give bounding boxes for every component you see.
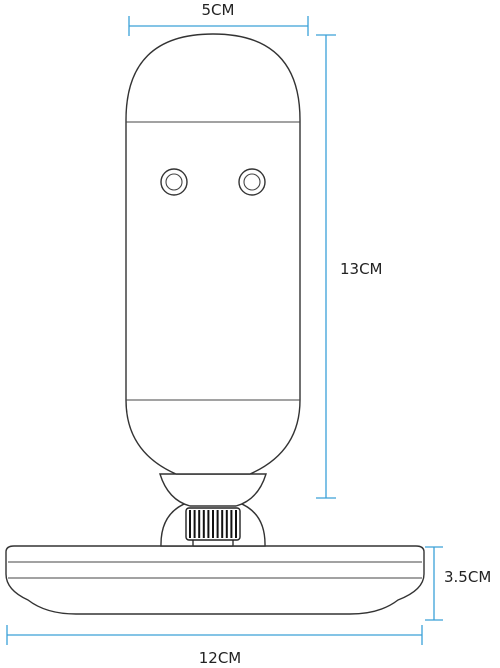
camera-neck — [159, 473, 267, 507]
threaded-knob — [185, 507, 241, 547]
knob-ridge-lines — [189, 510, 237, 538]
base-width-label: 12CM — [199, 649, 242, 667]
base-dish-body — [5, 545, 425, 615]
dimension-top-width: 5CM — [128, 1, 309, 36]
base-height-label: 3.5CM — [444, 568, 491, 586]
base-dish — [5, 545, 425, 615]
right-lens — [238, 168, 266, 196]
camera-body — [125, 33, 301, 475]
dimension-base-width: 12CM — [6, 625, 423, 667]
left-lens-outer — [160, 168, 188, 196]
dimension-base-height: 3.5CM — [425, 546, 491, 621]
left-lens-inner — [165, 173, 183, 191]
top-width-label: 5CM — [202, 1, 235, 19]
camera-capsule — [125, 33, 301, 475]
right-lens-outer — [238, 168, 266, 196]
dimension-body-height: 13CM — [316, 34, 383, 499]
right-lens-inner — [243, 173, 261, 191]
body-height-label: 13CM — [340, 260, 383, 278]
left-lens — [160, 168, 188, 196]
